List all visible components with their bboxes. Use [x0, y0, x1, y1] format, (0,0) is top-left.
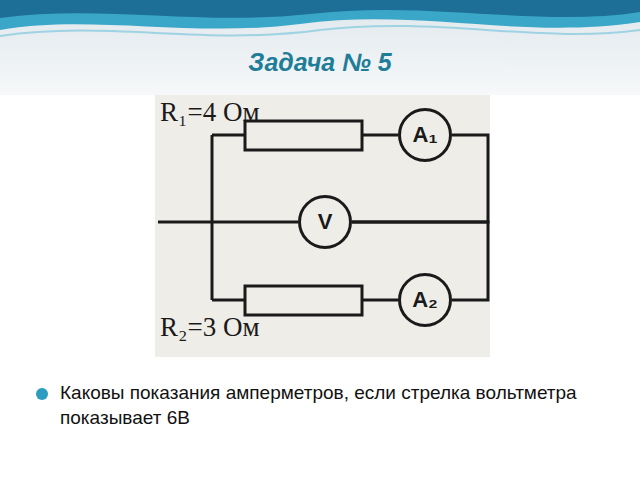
voltmeter-symbol: V [298, 195, 352, 249]
header-wave [0, 0, 640, 30]
meter-letter: A₂ [412, 289, 438, 311]
question-text: Каковы показания амперметров, если стрел… [60, 381, 600, 430]
circuit-wires [158, 121, 398, 315]
resistor-symbol [245, 286, 362, 315]
resistor-symbol [245, 121, 362, 150]
resistor-label: R₁=4 Ом [160, 97, 259, 128]
ammeter-symbol: A₂ [398, 273, 452, 327]
header-wave [0, 0, 640, 18]
slide-title: Задача № 5 [0, 48, 640, 77]
bullet [36, 388, 48, 400]
ammeter-symbol: A₁ [398, 108, 452, 162]
meter-letter: A₁ [413, 124, 438, 146]
scan-area [155, 95, 490, 357]
header-line [0, 26, 640, 36]
header-band [0, 0, 640, 95]
resistor-label: R₂=3 Ом [160, 312, 259, 343]
meter-letter: V [318, 211, 333, 233]
